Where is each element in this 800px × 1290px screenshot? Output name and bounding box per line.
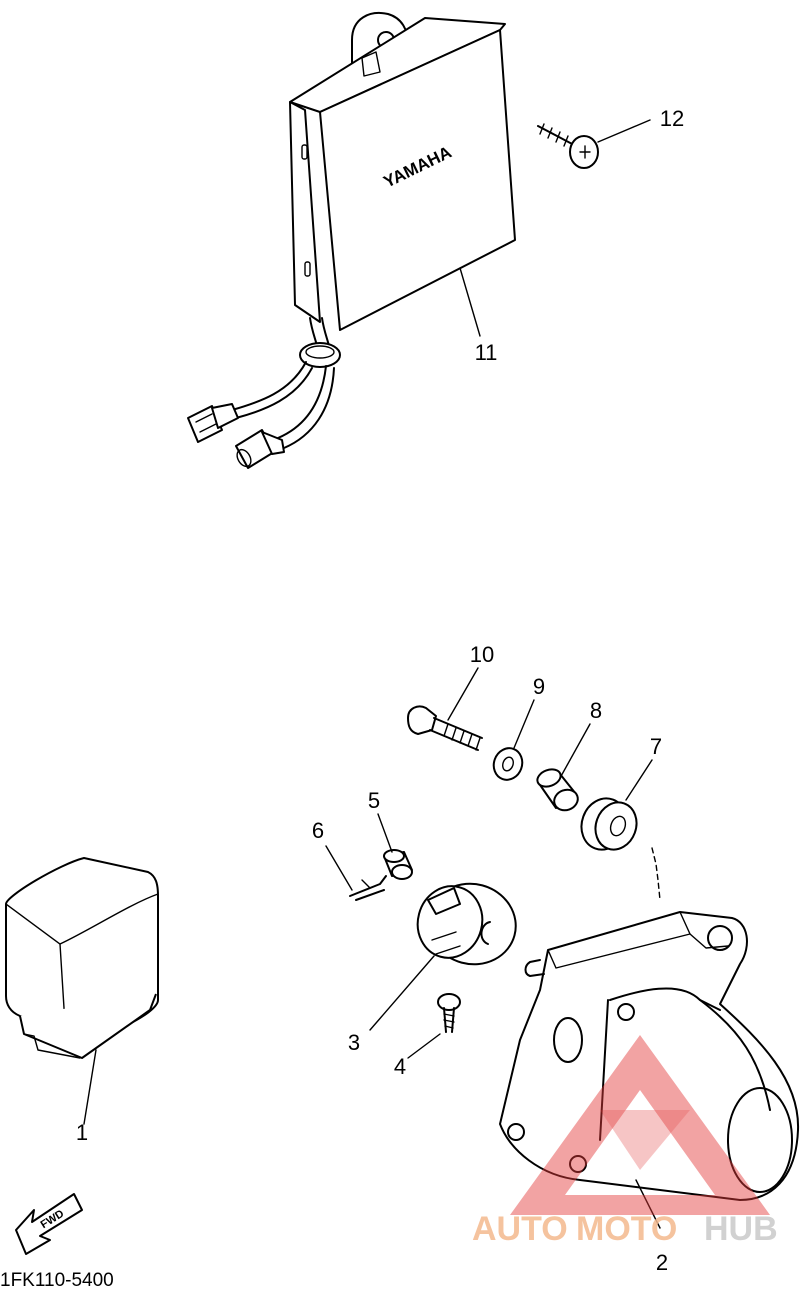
- rotor-3: [416, 882, 517, 966]
- screw-4: [437, 993, 461, 1033]
- fwd-arrow: FWD: [15, 1193, 83, 1255]
- callout-3: 3: [348, 1030, 360, 1055]
- watermark-text-hub: HUB: [704, 1210, 778, 1248]
- leader-5: [377, 813, 393, 853]
- leader-3: [369, 955, 435, 1031]
- watermark-text-auto: AUTO: [472, 1210, 568, 1248]
- collar-8: [536, 768, 579, 812]
- relay-1: [5, 857, 159, 1059]
- control-unit: YAMAHA: [289, 12, 516, 331]
- diagram-code: 1FK110-5400: [0, 1270, 114, 1290]
- leader-12: [597, 119, 651, 143]
- wiring-harness: [187, 317, 341, 469]
- leader-11: [459, 267, 481, 337]
- sensor-housing-2: [499, 847, 800, 1201]
- leader-7: [625, 759, 653, 801]
- leader-4: [407, 1033, 441, 1059]
- leader-1: [83, 1049, 97, 1125]
- callout-10: 10: [470, 642, 494, 667]
- callout-5: 5: [368, 788, 380, 813]
- leader-9: [513, 699, 535, 749]
- leader-6: [325, 845, 353, 891]
- leader-10: [447, 667, 479, 721]
- grommet-7: [580, 797, 638, 851]
- callout-7: 7: [650, 734, 662, 759]
- leader-2: [635, 1179, 661, 1229]
- bolt-10: [407, 705, 483, 751]
- callout-9: 9: [533, 674, 545, 699]
- clip-6: [349, 875, 387, 901]
- callout-4: 4: [394, 1054, 406, 1079]
- callout-11: 11: [475, 340, 498, 365]
- callout-6: 6: [312, 818, 324, 843]
- callout-12: 12: [660, 106, 684, 131]
- leader-8: [559, 723, 591, 779]
- watermark-logo: AUTO MOTO HUB: [472, 1035, 778, 1248]
- screw-12: [537, 123, 599, 169]
- callout-1: 1: [76, 1120, 88, 1145]
- washer-9: [492, 747, 524, 781]
- callout-2: 2: [656, 1250, 668, 1275]
- pin-5: [383, 849, 413, 880]
- callout-8: 8: [590, 698, 602, 723]
- watermark-triangle: [510, 1035, 770, 1215]
- watermark-text-moto: MOTO: [576, 1210, 677, 1248]
